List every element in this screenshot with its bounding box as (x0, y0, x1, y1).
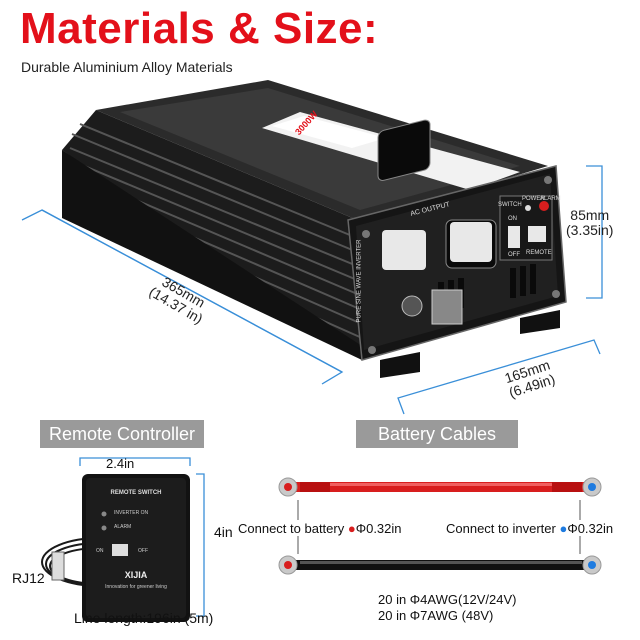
height-dimension: 85mm (3.35in) (566, 208, 613, 238)
device-off: OFF (138, 548, 148, 554)
device-brand: XIJIA (124, 570, 148, 580)
device-tagline: Innovation for greener living (105, 584, 167, 590)
blue-dot-icon: ● (559, 521, 568, 536)
rj12-label: RJ12 (12, 570, 45, 586)
remote-width: 2.4in (106, 456, 135, 471)
connect-battery-row: Connect to battery ●Φ0.32in (238, 521, 402, 536)
battery-cables-heading: Battery Cables (356, 420, 518, 448)
remote-height: 4in (214, 524, 233, 540)
connect-battery-label: Connect to battery (238, 521, 345, 536)
device-inverter-on: INVERTER ON (114, 510, 149, 516)
inverter-diameter: Φ0.32in (567, 521, 614, 536)
remote-controller-heading: Remote Controller (40, 420, 204, 448)
connect-inverter-row: Connect to inverter ●Φ0.32in (446, 521, 613, 536)
cable-spec-1: 20 in Φ4AWG(12V/24V) (378, 592, 517, 607)
remote-port-label: REMOTE (526, 250, 552, 256)
cable-spec-2: 20 in Φ7AWG (48V) (378, 608, 494, 623)
off-label: OFF (508, 252, 520, 258)
line-length-label: Line length:196in (5m) (74, 610, 214, 626)
side-text: PURE SINE WAVE INVERTER (356, 239, 363, 323)
page-title: Materials & Size: (20, 4, 379, 53)
alarm-label: ALARM (540, 196, 561, 202)
device-alarm: ALARM (114, 524, 132, 530)
connect-inverter-label: Connect to inverter (446, 521, 556, 536)
device-title: REMOTE SWITCH (110, 490, 162, 496)
height-in: (3.35in) (566, 222, 614, 238)
power-label: POWER (522, 196, 545, 202)
device-on: ON (96, 548, 104, 554)
on-label: ON (508, 216, 517, 222)
cables-illustration (278, 477, 602, 575)
switch-label: SWITCH (498, 202, 522, 208)
remote-illustration (41, 457, 205, 622)
height-mm: 85mm (570, 207, 610, 223)
battery-diameter: Φ0.32in (355, 521, 402, 536)
red-dot-icon: ● (347, 521, 356, 536)
page-subtitle: Durable Aluminium Alloy Materials (21, 59, 233, 75)
